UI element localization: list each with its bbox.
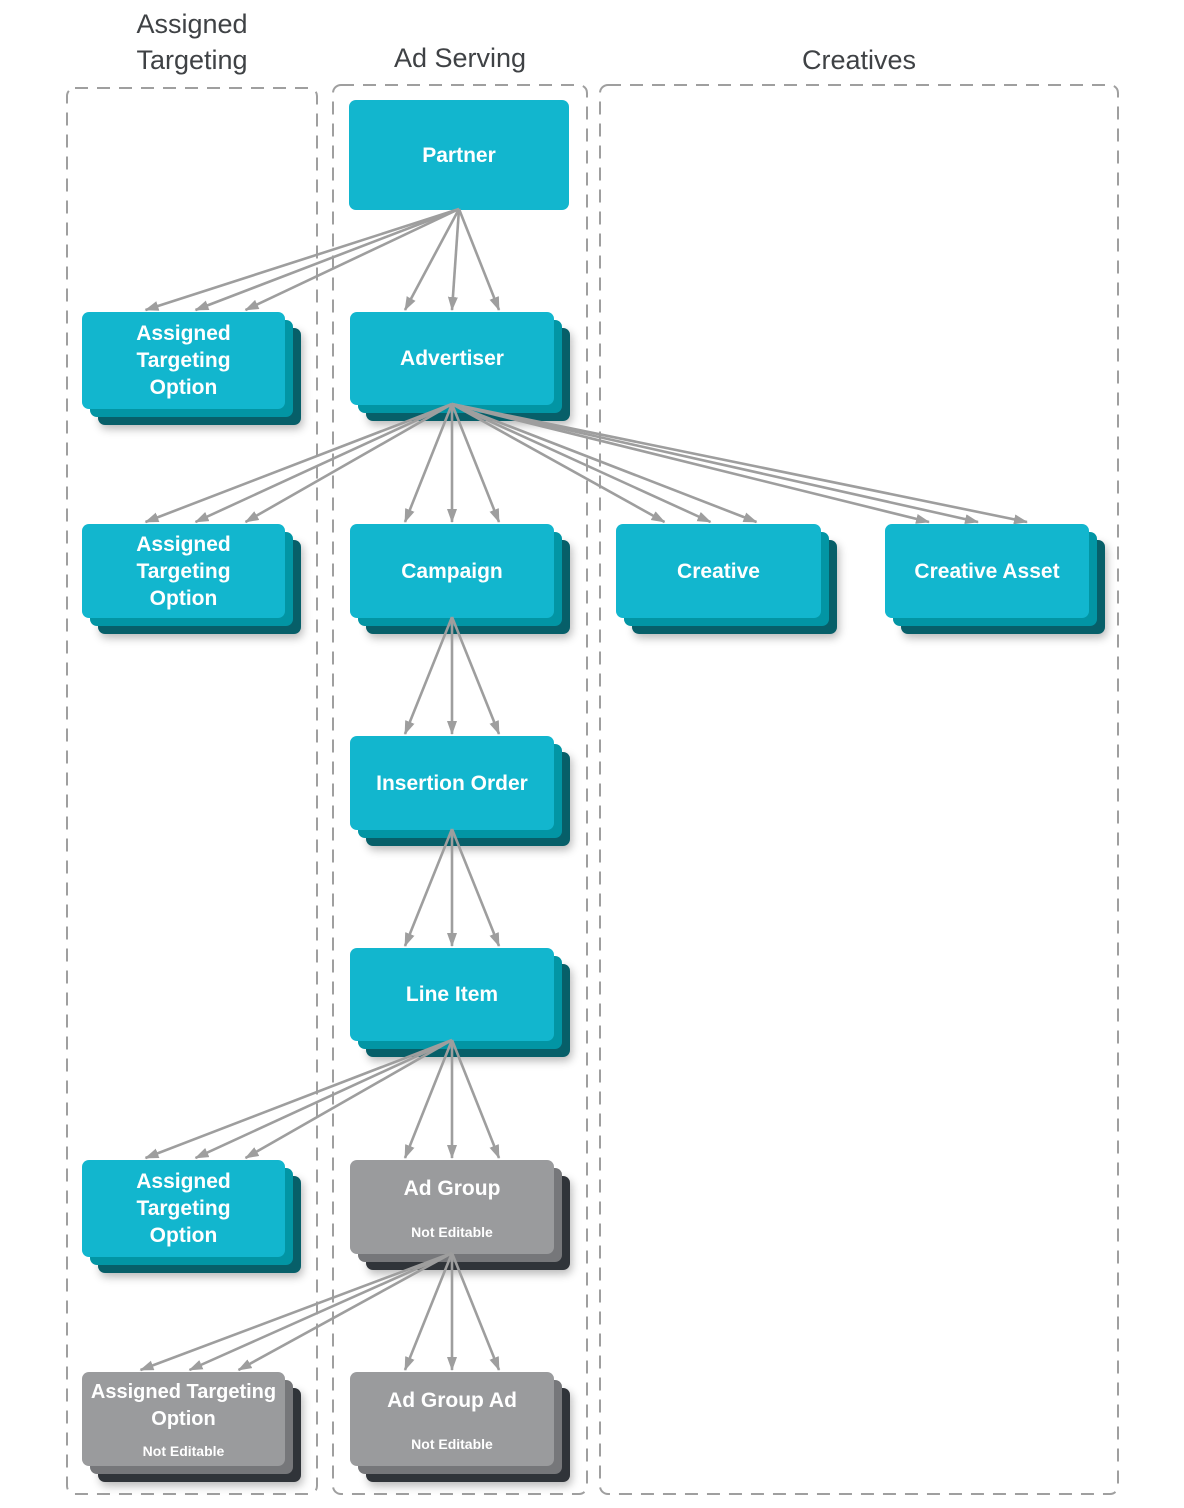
column-title-text: Ad Serving: [393, 43, 527, 73]
node-label: Assigned Targeting Option: [136, 322, 231, 399]
node-label: Campaign: [401, 559, 503, 583]
node-label: Creative Asset: [914, 559, 1060, 583]
node-ato2: Assigned Targeting Option: [82, 524, 285, 618]
node-ato1: Assigned Targeting Option: [82, 312, 285, 409]
node-creative: Creative: [616, 524, 821, 618]
node-creative-asset: Creative Asset: [885, 524, 1089, 618]
node-label: Line Item: [405, 983, 499, 1006]
column-border-creatives: [599, 84, 1119, 1495]
node-campaign: Campaign: [350, 524, 554, 618]
node-sublabel: Not Editable: [411, 1435, 493, 1452]
column-title-creatives: Creatives: [600, 42, 1118, 78]
node-insertion-order: Insertion Order: [350, 736, 554, 830]
node-line-item: Line Item: [350, 948, 554, 1041]
node-ato3: Assigned Targeting Option: [82, 1160, 285, 1257]
node-label: Advertiser: [400, 347, 504, 370]
column-title-assigned-targeting: Assigned Targeting: [67, 6, 317, 78]
node-label: Creative: [677, 559, 760, 583]
node-label: Partner: [422, 143, 496, 167]
node-label: Insertion Order: [376, 771, 528, 795]
column-title-text: Assigned Targeting: [136, 9, 248, 75]
column-border-assigned-targeting: [66, 87, 318, 1495]
node-label: Assigned Targeting Option: [136, 532, 231, 610]
node-partner: Partner: [349, 100, 569, 210]
node-advertiser: Advertiser: [350, 312, 554, 405]
column-border-ad-serving: [332, 84, 588, 1495]
column-title-ad-serving: Ad Serving: [333, 40, 587, 76]
node-label: Ad Group: [403, 1176, 501, 1200]
column-title-text: Creatives: [801, 45, 917, 75]
node-ad-group-ad: Ad Group Ad Not Editable: [350, 1372, 554, 1466]
node-sublabel: Not Editable: [142, 1443, 225, 1459]
node-label: Ad Group Ad: [387, 1388, 517, 1412]
node-sublabel: Not Editable: [411, 1223, 493, 1240]
node-label: Assigned Targeting Option: [90, 1381, 277, 1430]
node-label: Assigned Targeting Option: [136, 1170, 231, 1247]
